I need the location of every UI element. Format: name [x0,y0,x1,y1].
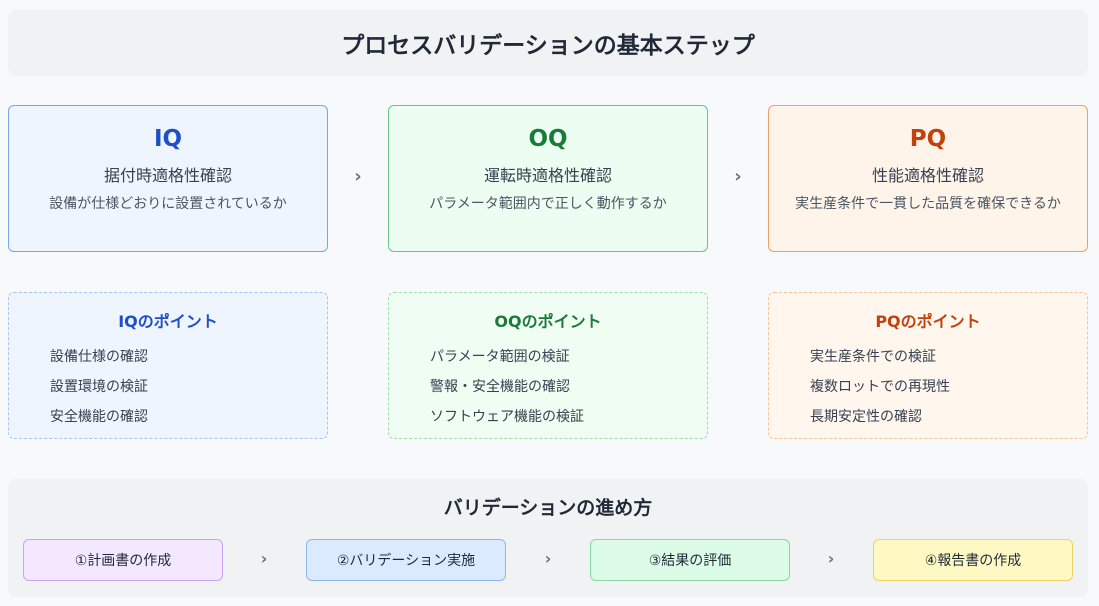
chevron-right-icon: › [544,549,552,568]
list-item: 安全機能の確認 [50,409,148,425]
points-title: IQのポイント [118,312,218,331]
step-card-pq: PQ 性能適格性確認 実生産条件で一貫した品質を確保できるか [768,105,1088,252]
title-banner: プロセスバリデーションの基本ステップ [8,10,1088,76]
flow-step-execute: ②バリデーション実施 [306,539,506,581]
list-item: 設置環境の検証 [50,379,148,395]
points-title: PQのポイント [875,312,981,331]
points-card-iq: IQのポイント 設備仕様の確認 設置環境の検証 安全機能の確認 [8,292,328,439]
points-card-oq: OQのポイント パラメータ範囲の検証 警報・安全機能の確認 ソフトウェア機能の検… [388,292,708,439]
process-flow: バリデーションの進め方 ①計画書の作成 › ②バリデーション実施 › ③結果の評… [8,479,1088,597]
step-description: 設備が仕様どおりに設置されているか [49,196,287,212]
step-card-oq: OQ 運転時適格性確認 パラメータ範囲内で正しく動作するか [388,105,708,252]
step-name: 性能適格性確認 [871,166,984,185]
step-name: 据付時適格性確認 [103,166,232,185]
list-item: パラメータ範囲の検証 [430,349,570,365]
points-card-pq: PQのポイント 実生産条件での検証 複数ロットでの再現性 長期安定性の確認 [768,292,1088,439]
step-name: 運転時適格性確認 [483,166,612,185]
flow-step-plan: ①計画書の作成 [23,539,223,581]
step-abbr: PQ [909,126,947,152]
list-item: 長期安定性の確認 [810,409,922,425]
list-item: ソフトウェア機能の検証 [430,409,584,425]
chevron-right-icon: › [260,549,268,568]
chevron-right-icon: › [354,166,362,187]
step-description: パラメータ範囲内で正しく動作するか [429,196,667,212]
chevron-right-icon: › [827,549,835,568]
points-list: 設備仕様の確認 設置環境の検証 安全機能の確認 [50,342,327,432]
step-card-iq: IQ 据付時適格性確認 設備が仕様どおりに設置されているか [8,105,328,252]
points-list: パラメータ範囲の検証 警報・安全機能の確認 ソフトウェア機能の検証 [430,342,707,432]
chevron-right-icon: › [734,166,742,187]
page-title: プロセスバリデーションの基本ステップ [341,33,755,59]
step-description: 実生産条件で一貫した品質を確保できるか [795,196,1061,212]
flow-step-report: ④報告書の作成 [873,539,1073,581]
list-item: 設備仕様の確認 [50,349,148,365]
step-abbr: IQ [153,126,183,152]
list-item: 警報・安全機能の確認 [430,379,570,395]
step-abbr: OQ [528,126,568,152]
list-item: 複数ロットでの再現性 [810,379,950,395]
flow-step-evaluate: ③結果の評価 [590,539,790,581]
list-item: 実生産条件での検証 [810,349,936,365]
flow-title: バリデーションの進め方 [443,497,653,519]
points-list: 実生産条件での検証 複数ロットでの再現性 長期安定性の確認 [810,342,1087,432]
points-title: OQのポイント [494,312,602,331]
